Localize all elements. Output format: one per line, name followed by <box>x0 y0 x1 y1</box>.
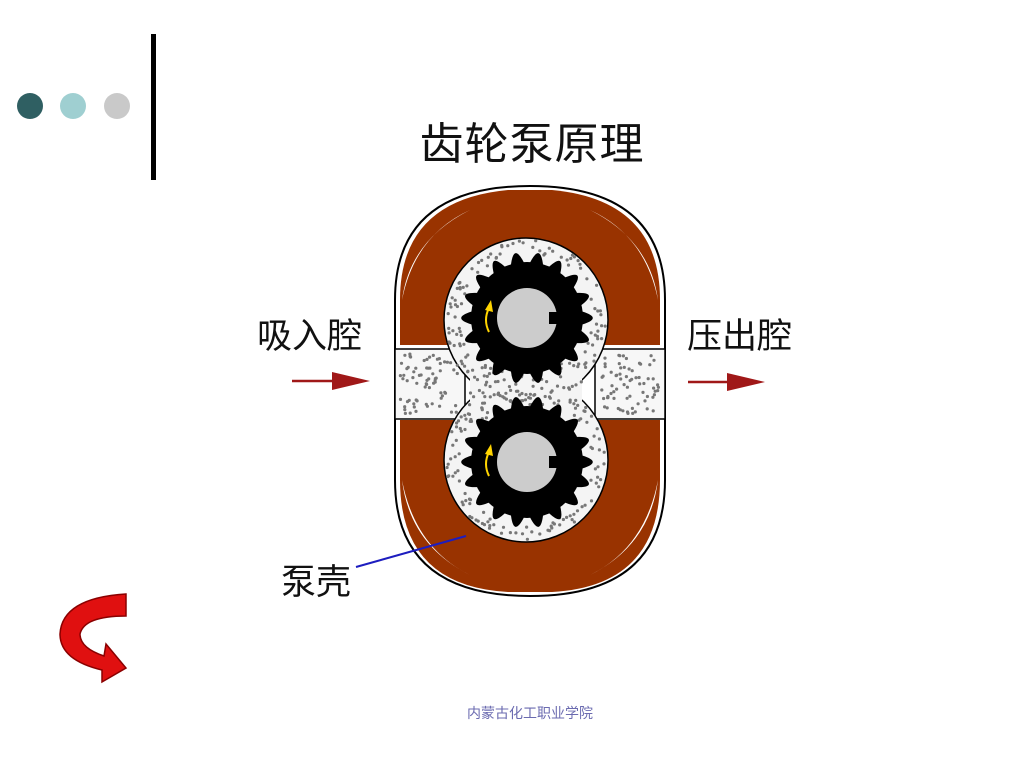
suction-channel <box>394 348 466 420</box>
casing-leader-line <box>355 535 467 568</box>
rotation-arrow-icon <box>485 444 493 477</box>
suction-chamber-label: 吸入腔 <box>257 317 363 357</box>
curved-return-arrow-icon[interactable] <box>54 590 134 686</box>
lower-gear <box>461 397 593 527</box>
decor-dot-2 <box>60 93 86 119</box>
slide-title: 齿轮泵原理 <box>419 119 645 170</box>
rotation-arrow-icon <box>485 300 493 333</box>
fluid-particles <box>398 239 661 541</box>
pump-casing-label: 泵壳 <box>281 563 352 603</box>
vertical-divider <box>151 34 156 180</box>
decor-dot-3 <box>104 93 130 119</box>
decor-dot-1 <box>17 93 43 119</box>
discharge-chamber-label: 压出腔 <box>687 317 793 357</box>
upper-gear <box>461 253 593 383</box>
suction-flow-arrow <box>292 372 370 390</box>
discharge-flow-arrow <box>688 373 765 391</box>
footer-institution: 内蒙古化工职业学院 <box>467 706 593 722</box>
